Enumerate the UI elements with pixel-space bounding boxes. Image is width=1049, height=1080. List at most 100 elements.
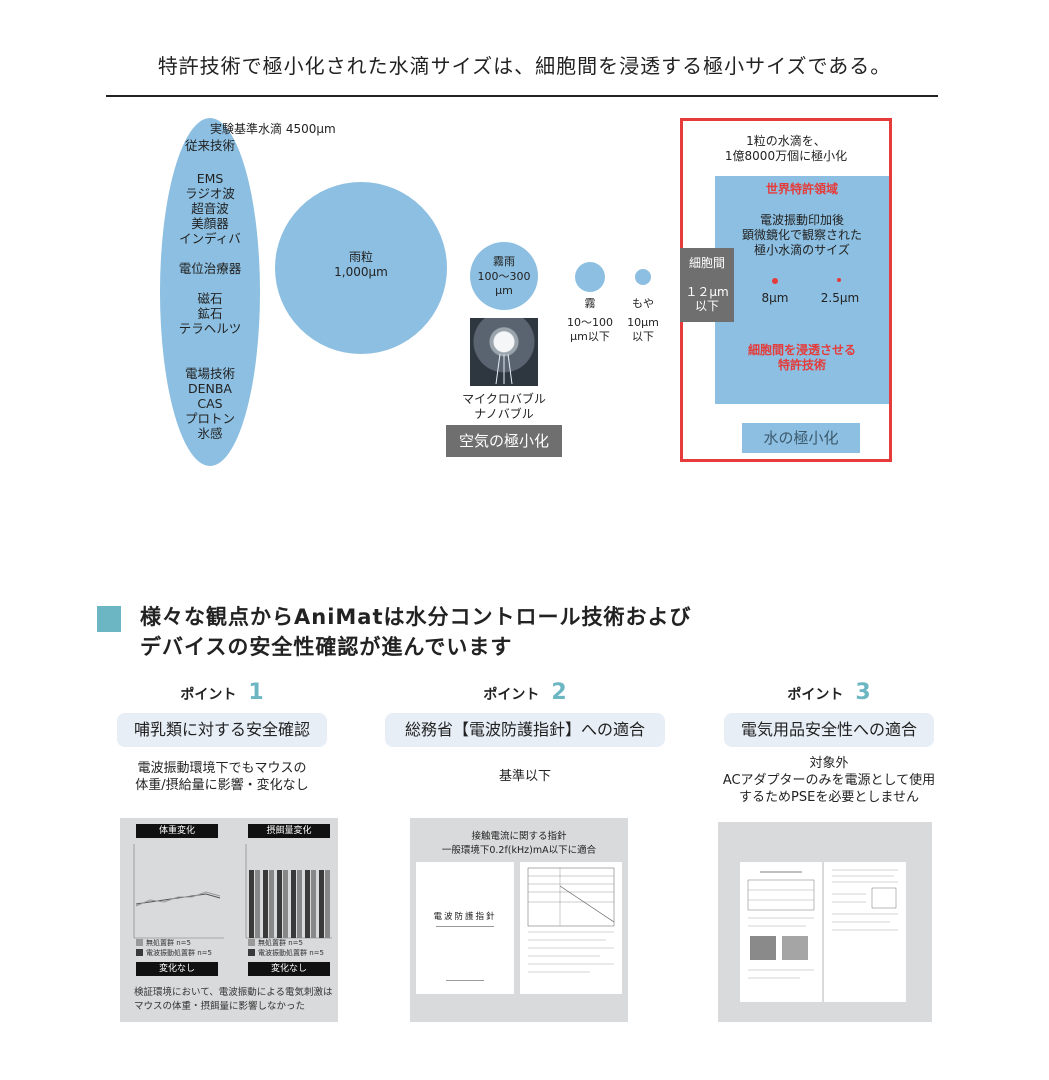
- panel-desc-2: 顕微鏡化で観察された: [741, 228, 862, 242]
- tech-item: プロトン: [184, 411, 235, 426]
- tech-title-1: 細胞間を浸透させる: [747, 343, 856, 357]
- patent-area-box: [715, 176, 889, 404]
- raindrop-size: 1,000μm: [334, 265, 388, 279]
- mist-name: もや: [632, 297, 654, 310]
- point-label-text: ポイント: [787, 687, 844, 703]
- conventional-tech-ellipse: [160, 118, 260, 466]
- title-divider: [106, 95, 938, 97]
- figure-caption-2: マウスの体重・摂餌量に影響しなかった: [134, 1001, 306, 1012]
- water-miniaturization-label: 水の極小化: [742, 423, 860, 453]
- point-1-desc-2: 体重/摂給量に影響・変化なし: [135, 778, 309, 793]
- tech-item: テラヘルツ: [178, 321, 242, 336]
- point-label-text: ポイント: [483, 687, 540, 703]
- legend-1-swatch: [136, 939, 143, 946]
- droplet-2_5um-dot: [837, 278, 841, 282]
- point-2-label: ポイント 2: [385, 680, 665, 705]
- legend-4: 電波振動処置群 n=5: [258, 949, 324, 957]
- point-3-label: ポイント 3: [724, 680, 934, 705]
- point-1-heading: 哺乳類に対する安全確認: [117, 713, 327, 747]
- intercellular-unit: 以下: [694, 299, 719, 313]
- section-title: 様々な観点からAniMatは水分コントロール技術および デバイスの安全性確認が進…: [140, 602, 692, 662]
- legend-2-swatch: [136, 949, 143, 956]
- point-number: 2: [551, 680, 567, 705]
- raindrop-circle: [275, 182, 447, 354]
- intercellular-label: 細胞間: [688, 256, 725, 270]
- point-1-label: ポイント 1: [117, 680, 327, 705]
- point-3-desc-3: するためPSEを必要としません: [739, 790, 919, 805]
- section-marker: [97, 606, 121, 632]
- pse-doc-page-1: [740, 862, 822, 1002]
- panel-desc-3: 極小水滴のサイズ: [754, 243, 850, 257]
- mist-unit: 以下: [632, 330, 654, 343]
- fog-circle: [575, 262, 605, 292]
- bubble-label-2: ナノバブル: [474, 407, 534, 421]
- mouse-study-figure: 体重変化 摂餌量変化 無処置群 n=5 電波振動処置群 n=5 無処置群 n=5…: [120, 818, 338, 1022]
- result-2: 変化なし: [248, 962, 330, 976]
- tech-item: 従来技術: [184, 138, 235, 153]
- point-3-desc-2: ACアダプターのみを電源として使用: [722, 773, 936, 788]
- guideline-header-2: 一般環境下0.2f(kHz)mA以下に適合: [441, 845, 597, 856]
- air-miniaturization-label: 空気の極小化: [446, 425, 562, 457]
- page-title: 特許技術で極小化された水滴サイズは、細胞間を浸透する極小サイズである。: [157, 54, 892, 78]
- droplet-size-8um: 8μm: [761, 291, 789, 305]
- result-1: 変化なし: [136, 962, 218, 976]
- drizzle-name: 霧雨: [493, 255, 515, 268]
- tech-item: CAS: [197, 396, 223, 411]
- drizzle-size: 100〜300: [477, 270, 531, 283]
- tech-title-2: 特許技術: [777, 358, 826, 372]
- legend-2: 電波振動処置群 n=5: [146, 949, 212, 957]
- pse-page-1-content: [747, 871, 815, 979]
- bubble-label-1: マイクロバブル: [462, 392, 546, 406]
- tech-item: ラジオ波: [185, 186, 235, 201]
- point-3-desc-1: 対象外: [809, 756, 849, 771]
- table-page-lines: [527, 867, 615, 973]
- point-number: 1: [248, 680, 264, 705]
- chart1-title: 体重変化: [136, 824, 218, 838]
- guideline-header-1: 接触電流に関する指針: [471, 831, 567, 842]
- mist-circle: [635, 269, 651, 285]
- guideline-cover-page: 電波防護指針: [416, 862, 514, 994]
- point-3-heading: 電気用品安全性への適合: [724, 713, 934, 747]
- legend-4-swatch: [248, 949, 255, 956]
- guideline-table-page: [520, 862, 622, 994]
- droplet-8um-dot: [772, 278, 778, 284]
- tech-item: DENBA: [187, 381, 232, 396]
- panel-intro-2: 1億8000万個に極小化: [724, 149, 848, 163]
- patent-area-title: 世界特許領域: [765, 182, 838, 196]
- tech-item: 磁石: [197, 291, 223, 306]
- legend-3-swatch: [248, 939, 255, 946]
- panel-intro-1: 1粒の水滴を、: [746, 134, 826, 148]
- pse-page-2-content: [832, 869, 898, 931]
- mini-charts: [133, 844, 332, 939]
- tech-item: 鉱石: [197, 306, 223, 321]
- raindrop-name: 雨粒: [348, 250, 373, 264]
- shower-head-photo: [470, 318, 538, 386]
- tech-item: 電位治療器: [178, 261, 242, 276]
- point-number: 3: [855, 680, 871, 705]
- guideline-doc-title: 電波防護指針: [433, 912, 497, 922]
- point-label-text: ポイント: [180, 687, 237, 703]
- pse-doc-page-2: [824, 862, 906, 1002]
- tech-item: 超音波: [191, 201, 229, 216]
- point-2-desc-1: 基準以下: [498, 769, 551, 784]
- section-title-line2: デバイスの安全性確認が進んでいます: [140, 635, 513, 659]
- fog-name: 霧: [584, 297, 596, 310]
- water-spray-icon: [495, 353, 513, 385]
- radio-guideline-figure: 接触電流に関する指針 一般環境下0.2f(kHz)mA以下に適合 電波防護指針: [410, 818, 628, 1022]
- intercellular-box: [680, 248, 734, 322]
- intercellular-size: １２μm: [685, 285, 729, 299]
- drizzle-unit: μm: [495, 284, 513, 297]
- drizzle-circle: [470, 242, 538, 310]
- tech-item: EMS: [196, 171, 224, 186]
- pse-document-figure: [718, 822, 932, 1022]
- test-droplet-label: 実験基準水滴 4500μm: [210, 122, 336, 136]
- cover-line: [436, 926, 494, 927]
- figure-caption-1: 検証環境において、電波振動による電気刺激は: [134, 987, 333, 998]
- tech-item: 美顔器: [191, 216, 229, 231]
- fog-unit: μm以下: [570, 330, 610, 343]
- tech-item: 氷感: [197, 426, 223, 441]
- droplet-size-2_5um: 2.5μm: [820, 291, 860, 305]
- point-1-desc-1: 電波振動環境下でもマウスの: [137, 761, 307, 776]
- cover-line: [446, 980, 484, 981]
- point-2-heading: 総務省【電波防護指針】への適合: [385, 713, 665, 747]
